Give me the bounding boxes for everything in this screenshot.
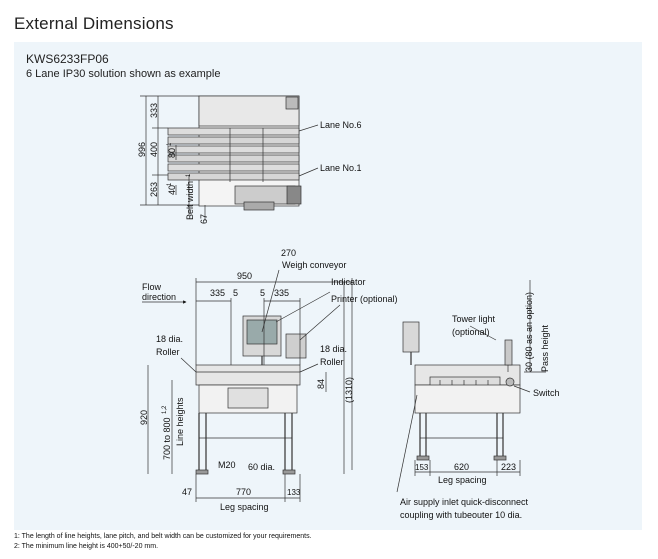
dim-270: 270 <box>281 248 296 258</box>
page-title: External Dimensions <box>14 14 174 33</box>
indicator-label: Indicator <box>331 277 366 287</box>
side-indicator <box>402 321 420 353</box>
conveyor-body <box>195 364 301 386</box>
dim-620: 620 <box>454 462 469 472</box>
printer-box <box>285 333 307 359</box>
leg-spacing-front: Leg spacing <box>220 502 269 512</box>
dim-920: 920 <box>139 410 149 425</box>
dim-84: 84 <box>316 379 326 389</box>
tower-light-label: Tower light <box>452 314 496 324</box>
lane-label-bottom: Lane No.1 <box>320 163 362 173</box>
dim-5-right: 5 <box>260 288 265 298</box>
dim-153: 153 <box>415 463 429 472</box>
dim-335-right: 335 <box>274 288 289 298</box>
roller-dia-right: 18 dia. <box>320 344 347 354</box>
tower-light-optional: (optional) <box>452 327 490 337</box>
footnote-2: 2: The minimum line height is 400+50/-20… <box>14 543 159 550</box>
dim-40-sup: 1 <box>167 182 173 186</box>
line-heights-sup: 1,2 <box>162 405 168 414</box>
dim-950: 950 <box>237 271 252 281</box>
flow-direction-label-1: Flow <box>142 282 162 292</box>
drawing-panel <box>14 42 642 530</box>
dim-335-left: 335 <box>210 288 225 298</box>
leg-spacing-side: Leg spacing <box>438 475 487 485</box>
model-number: KWS6233FP06 <box>26 52 109 66</box>
line-heights-range: 700 to 800 <box>162 417 172 460</box>
printer-label: Printer (optional) <box>331 294 398 304</box>
belt-width-label: Belt width <box>185 181 195 220</box>
switch-label: Switch <box>533 388 560 398</box>
side-view <box>396 280 546 493</box>
conveyor-lanes <box>167 127 300 181</box>
dim-80-sup: 1 <box>167 142 173 146</box>
dim-263: 263 <box>149 182 159 197</box>
pass-height-dims: 30 (80 as an option) <box>524 292 534 372</box>
line-heights-label: Line heights <box>175 397 185 446</box>
switch-knob <box>505 377 515 387</box>
dim-67: 67 <box>199 214 209 224</box>
front-view <box>142 269 353 502</box>
footnote-1: 1: The length of line heights, lane pitc… <box>14 533 312 540</box>
belt-width-sup: 1 <box>186 173 192 177</box>
lane-label-top: Lane No.6 <box>320 120 362 130</box>
weigh-conveyor-label: Weigh conveyor <box>282 260 346 270</box>
dim-333: 333 <box>149 103 159 118</box>
air-supply-label-1: Air supply inlet quick-disconnect <box>400 497 529 507</box>
dim-47: 47 <box>182 487 192 497</box>
dim-133: 133 <box>287 488 301 497</box>
dim-80: 80 <box>167 148 177 158</box>
dim-40: 40 <box>167 185 177 195</box>
dim-5-left: 5 <box>233 288 238 298</box>
roller-dia-left: 18 dia. <box>156 334 183 344</box>
dia-60-label: 60 dia. <box>248 462 275 472</box>
flow-direction-label-2: direction <box>142 292 176 302</box>
roller-right-label: Roller <box>320 357 344 367</box>
m20-label: M20 <box>218 460 236 470</box>
dim-400: 400 <box>149 142 159 157</box>
roller-left-label: Roller <box>156 347 180 357</box>
tower-light <box>504 339 513 366</box>
dim-770: 770 <box>236 487 251 497</box>
air-supply-label-2: coupling with tubeouter 10 dia. <box>400 510 522 520</box>
model-subtitle: 6 Lane IP30 solution shown as example <box>26 68 221 80</box>
dim-996: 996 <box>137 142 147 157</box>
dim-223: 223 <box>501 462 516 472</box>
pass-height-label: Pass height <box>540 324 550 372</box>
dim-1310: (1310) <box>344 377 354 403</box>
top-view <box>140 95 319 220</box>
